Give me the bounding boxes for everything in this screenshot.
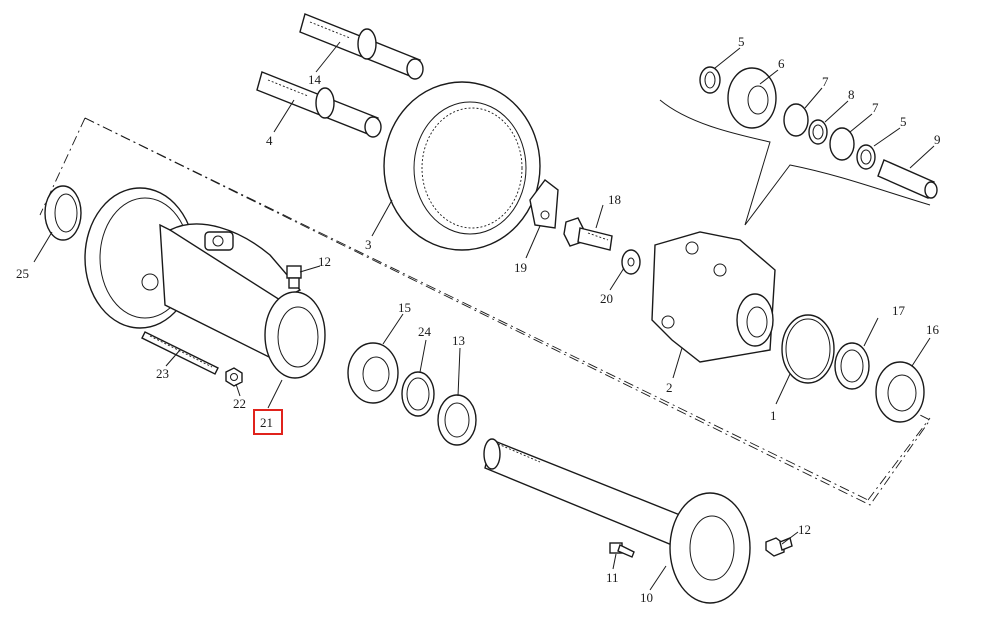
- part-24-circlip[interactable]: [401, 371, 435, 417]
- part-4-shaft[interactable]: [256, 71, 382, 138]
- part-5-washer-b[interactable]: [856, 144, 876, 170]
- callout-12a: 12: [318, 254, 331, 269]
- part-19-tab-washer[interactable]: [529, 179, 559, 229]
- callout-11: 11: [606, 570, 619, 585]
- callout-17: 17: [892, 303, 906, 318]
- part-1-circlip[interactable]: [781, 314, 835, 384]
- callout-7b: 7: [872, 100, 879, 115]
- part-6-planet-gear[interactable]: [727, 67, 777, 129]
- callout-13: 13: [452, 333, 465, 348]
- callout-1: 1: [770, 408, 777, 423]
- leader-lines: [33, 41, 935, 591]
- part-7-needle-bearing-b[interactable]: [829, 127, 855, 161]
- part-23-stud[interactable]: [141, 331, 219, 375]
- part-22-nut[interactable]: [225, 367, 243, 387]
- part-13-seal[interactable]: [437, 394, 477, 446]
- callout-3: 3: [365, 237, 372, 252]
- detail-balloon: [659, 99, 931, 226]
- highlight-box-21: [253, 409, 283, 435]
- part-20-washer[interactable]: [621, 249, 641, 275]
- part-10-axle-shaft[interactable]: [483, 438, 751, 604]
- callout-8: 8: [848, 87, 855, 102]
- part-12-plug-lower[interactable]: [765, 537, 793, 557]
- part-14-shaft[interactable]: [299, 13, 424, 80]
- callout-21: 21: [260, 415, 273, 430]
- part-18-bolt[interactable]: [563, 217, 613, 251]
- callout-2: 2: [666, 380, 673, 395]
- callout-14: 14: [308, 72, 322, 87]
- part-7-needle-bearing-a[interactable]: [783, 103, 809, 137]
- callout-5b: 5: [900, 114, 907, 129]
- callout-12b: 12: [798, 522, 811, 537]
- callout-23: 23: [156, 366, 169, 381]
- callout-18: 18: [608, 192, 621, 207]
- callout-22: 22: [233, 396, 246, 411]
- callout-9: 9: [934, 132, 941, 147]
- part-2-carrier[interactable]: [651, 231, 776, 363]
- part-5-washer-a[interactable]: [699, 66, 721, 94]
- part-9-pin[interactable]: [877, 159, 938, 199]
- callout-19: 19: [514, 260, 527, 275]
- callout-4: 4: [266, 133, 273, 148]
- callout-15: 15: [398, 300, 411, 315]
- callout-25: 25: [16, 266, 29, 281]
- part-16-bearing[interactable]: [875, 361, 925, 423]
- part-21-housing[interactable]: [84, 187, 326, 379]
- callout-24: 24: [418, 324, 432, 339]
- callout-10: 10: [640, 590, 653, 605]
- callout-20: 20: [600, 291, 613, 306]
- part-25-seal[interactable]: [44, 185, 82, 241]
- part-8-spacer[interactable]: [808, 119, 828, 145]
- part-15-bearing[interactable]: [347, 342, 399, 404]
- callout-labels: 1 2 3 4 5 5 6 7 7 8 9 10 11 12 12 13 14 …: [16, 34, 941, 605]
- part-17-spacer[interactable]: [834, 342, 870, 390]
- callout-16: 16: [926, 322, 940, 337]
- part-3-ring-gear[interactable]: [383, 81, 541, 251]
- callout-6: 6: [778, 56, 785, 71]
- part-11-bolt[interactable]: [609, 542, 635, 558]
- callout-5a: 5: [738, 34, 745, 49]
- callout-7a: 7: [822, 74, 829, 89]
- part-12-breather-upper[interactable]: [286, 265, 302, 289]
